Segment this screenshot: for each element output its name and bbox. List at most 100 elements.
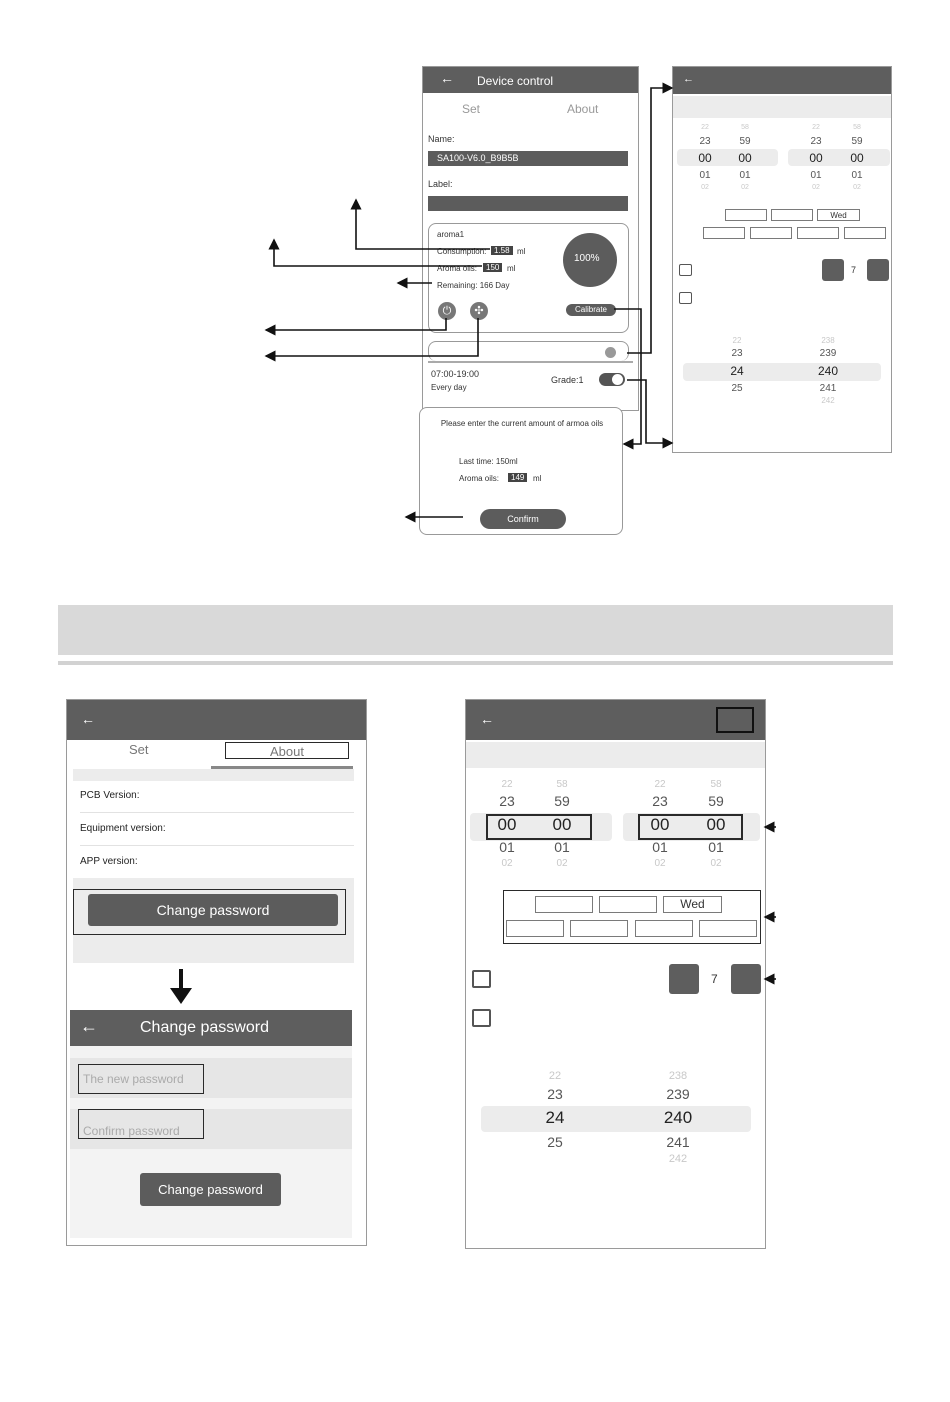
back-arrow-icon[interactable]: ← [440, 70, 454, 86]
stepper-increment-button[interactable] [867, 259, 889, 281]
dialog-oils-label: Aroma oils: [459, 474, 500, 483]
schedule-screen-small: ← 22 23 00 01 02 58 59 00 01 02 22 23 00… [672, 66, 892, 453]
label-field[interactable] [428, 196, 628, 211]
tab-set[interactable]: Set [129, 742, 149, 757]
new-password-input[interactable]: The new password [78, 1064, 204, 1094]
weekday-button[interactable] [599, 896, 657, 913]
consumption-value: 1.58 [491, 246, 513, 255]
schedule-header: ← [673, 67, 891, 94]
app-version: APP version: [80, 856, 138, 867]
end-hour-wheel[interactable]: 22 23 00 01 02 [650, 779, 670, 869]
last-time: Last time: 150ml [459, 457, 518, 466]
schedule-days: Every day [431, 383, 467, 392]
change-password-button[interactable]: Change password [88, 894, 338, 926]
tab-about[interactable]: About [567, 102, 599, 116]
change-password-title: Change password [140, 1019, 269, 1036]
weekday-selection-highlight [503, 890, 761, 944]
weekday-button[interactable] [570, 920, 628, 937]
about-screen: ← Set About PCB Version: Equipment versi… [66, 699, 367, 1246]
weekday-button[interactable] [750, 227, 792, 239]
weekday-button[interactable] [771, 209, 813, 221]
schedule-subheader [466, 742, 765, 768]
weekday-button-wed[interactable]: Wed [817, 209, 860, 221]
start-minute-wheel[interactable]: 58 59 00 01 02 [552, 779, 572, 869]
dialog-oils-unit: ml [533, 474, 542, 483]
grade-wheel-a[interactable]: 22 23 24 25 [730, 336, 744, 394]
start-minute-wheel[interactable]: 58 59 00 01 02 [738, 124, 752, 191]
tab-about-label: About [270, 744, 304, 759]
stepper-value: 7 [711, 972, 718, 986]
wheel-highlight-left [677, 149, 778, 166]
stepper-decrement-button[interactable] [822, 259, 844, 281]
back-arrow-icon[interactable]: ← [80, 1016, 98, 1036]
divider [80, 812, 354, 813]
arrow-toggle [627, 379, 674, 449]
grade-label: Grade:1 [551, 375, 584, 385]
schedule-time: 07:00-19:00 [431, 369, 480, 379]
repeat-checkbox[interactable] [472, 970, 491, 988]
option-checkbox[interactable] [679, 292, 692, 304]
end-time-highlight [638, 814, 743, 840]
down-arrow-icon [179, 969, 183, 991]
wheel-highlight-right [623, 813, 760, 841]
power-icon[interactable]: ⏻ [438, 302, 456, 320]
fan-icon[interactable]: ✣ [470, 302, 488, 320]
start-hour-wheel[interactable]: 22 23 00 01 02 [497, 779, 517, 869]
name-label: Name: [428, 134, 455, 144]
wheel-highlight-left [470, 813, 612, 841]
tab-about[interactable]: About [225, 742, 349, 759]
weekday-button[interactable] [844, 227, 886, 239]
change-password-highlight [73, 889, 346, 935]
arrow-schedule [627, 82, 674, 354]
consumption-unit: ml [517, 247, 526, 256]
schedule-toggle[interactable] [599, 373, 625, 386]
option-checkbox[interactable] [472, 1009, 491, 1027]
grade-wheel-b[interactable]: 238 239 240 241 242 [663, 1070, 693, 1165]
aroma-name: aroma1 [437, 230, 465, 239]
dialog-oils-value[interactable]: 149 [508, 473, 528, 482]
about-header: ← [67, 700, 366, 740]
confirm-password-input[interactable]: Confirm password [78, 1109, 204, 1139]
section-rule [58, 661, 893, 665]
weekday-label: Wed [830, 211, 847, 220]
start-hour-wheel[interactable]: 22 23 00 01 02 [698, 124, 712, 191]
weekday-button[interactable] [635, 920, 693, 937]
grade-wheel-a[interactable]: 22 23 24 25 [545, 1070, 565, 1150]
change-password-submit-button[interactable]: Change password [140, 1173, 281, 1206]
back-arrow-icon[interactable]: ← [480, 711, 494, 727]
wheel2-highlight [481, 1106, 751, 1132]
start-time-highlight [486, 814, 592, 840]
weekday-button[interactable] [703, 227, 745, 239]
back-arrow-icon[interactable]: ← [683, 73, 694, 85]
weekday-button-wed[interactable]: Wed [663, 896, 722, 913]
back-arrow-icon[interactable]: ← [81, 711, 95, 727]
weekday-button[interactable] [699, 920, 757, 937]
name-field[interactable]: SA100-V6.0_B9B5B [428, 151, 628, 166]
end-minute-wheel[interactable]: 58 59 00 01 02 [706, 779, 726, 869]
weekday-button[interactable] [506, 920, 564, 937]
aroma-oils-label: Aroma oils: [437, 264, 478, 273]
end-hour-wheel[interactable]: 22 23 00 01 02 [809, 124, 823, 191]
arrow-fan [264, 318, 479, 362]
stepper-increment-button[interactable] [731, 964, 761, 994]
weekday-button[interactable] [797, 227, 839, 239]
level-circle: 100% [563, 233, 617, 287]
stepper-decrement-button[interactable] [669, 964, 699, 994]
end-minute-wheel[interactable]: 58 59 00 01 02 [850, 124, 864, 191]
tab-underline [211, 766, 353, 769]
arrow-consumption [350, 198, 490, 250]
brightness-slider[interactable] [428, 341, 629, 361]
aroma-card: aroma1 Consumption: 1.58 ml Aroma oils: … [428, 223, 629, 333]
weekday-button[interactable] [725, 209, 767, 221]
repeat-checkbox[interactable] [679, 264, 692, 276]
arrow-calibrate [614, 308, 642, 450]
weekday-button[interactable] [535, 896, 593, 913]
slider-handle[interactable] [605, 347, 616, 358]
tab-set[interactable]: Set [462, 102, 481, 116]
remaining-text: Remaining: 166 Day [437, 281, 510, 290]
grade-wheel-b[interactable]: 238 239 240 241 242 [817, 336, 839, 405]
wheel-highlight-right [788, 149, 890, 166]
calibrate-button[interactable]: Calibrate [566, 304, 616, 316]
save-icon[interactable] [716, 707, 754, 733]
confirm-button[interactable]: Confirm [480, 509, 566, 529]
